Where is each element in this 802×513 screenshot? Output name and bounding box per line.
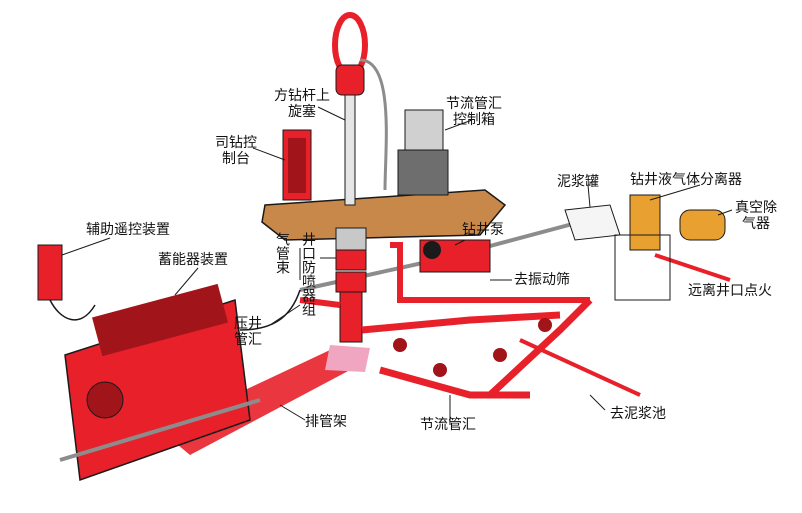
choke-control-box-body [397, 149, 449, 196]
mud-tank [564, 204, 621, 241]
bop-stack-label: 井口防喷器组 [300, 232, 316, 316]
choke-manifold-label: 节流管汇 [420, 417, 476, 433]
to-mud-pit-label: 去泥浆池 [610, 406, 666, 422]
leader-lines [61, 106, 733, 425]
vacuum-degasser [679, 209, 726, 241]
kill-line [299, 297, 341, 308]
kill-manifold-label: 压井 管汇 [234, 316, 262, 348]
gas-line-bundle-label: 气管束 [274, 232, 290, 274]
choke-branch [379, 366, 530, 399]
choke-valve-1 [393, 338, 407, 352]
choke-valve-4 [538, 318, 552, 332]
mud-pump-wheel [423, 241, 441, 259]
degasser-label: 真空除 气器 [735, 200, 777, 232]
kelly-cock-label: 方钻杆上 旋塞 [274, 88, 330, 120]
wellhead [339, 291, 363, 343]
remote-cable [49, 299, 96, 321]
gas-separator-label: 钻井液气体分离器 [630, 172, 742, 188]
separator-frame [614, 234, 671, 301]
bop-ram-2 [335, 271, 367, 293]
kelly [344, 94, 356, 206]
flare-line [654, 253, 731, 282]
pump-line [390, 242, 590, 303]
remote-control-label: 辅助遥控装置 [86, 222, 170, 238]
bop-annular [335, 227, 367, 251]
remote-control-panel [37, 244, 63, 301]
to-shaker-label: 去振动筛 [514, 272, 570, 288]
accumulator-motor [86, 381, 124, 419]
pipe-rack-label: 排管架 [305, 414, 347, 430]
accumulator-skid [59, 398, 261, 462]
mud-tank-label: 泥浆罐 [557, 174, 599, 190]
driller-console-panel [288, 138, 306, 193]
rig-floor [261, 189, 507, 241]
gas-separator [629, 194, 661, 251]
pink-pad [325, 345, 370, 372]
choke-line [361, 311, 561, 334]
bop-ram-1 [335, 249, 367, 271]
choke-valve-2 [433, 363, 447, 377]
choke-valve-3 [493, 348, 507, 362]
flare-line-label: 远离井口点火 [688, 283, 772, 299]
choke-control-box-label: 节流管汇 控制箱 [446, 96, 502, 128]
swivel-body [335, 64, 365, 96]
choke-riser [487, 297, 593, 398]
accumulator-label: 蓄能器装置 [158, 252, 228, 268]
hydraulic-lines [239, 289, 301, 331]
accumulator-bottles [92, 283, 228, 357]
driller-console-label: 司钻控 制台 [215, 135, 257, 167]
choke-control-box-panel [404, 109, 444, 151]
mud-pump-label: 钻井泵 [462, 222, 504, 238]
rotary-hose [359, 58, 388, 191]
